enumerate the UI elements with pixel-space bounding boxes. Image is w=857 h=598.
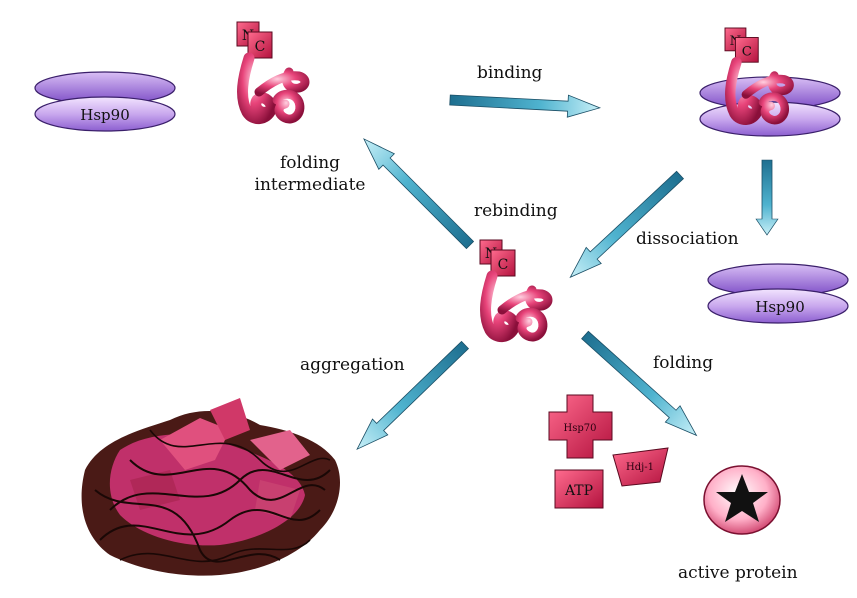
folding-intermediate-line2: intermediate <box>245 174 375 196</box>
atp-label: ATP <box>564 483 593 499</box>
aggregation-label: aggregation <box>300 354 405 376</box>
hdj1-label: Hdj-1 <box>626 462 654 473</box>
folding-label: folding <box>653 352 713 374</box>
hsp70-label: Hsp70 <box>564 423 597 434</box>
binding-label: binding <box>477 62 542 84</box>
folding-intermediate-label: folding intermediate <box>245 152 375 196</box>
rebinding-arrow <box>563 167 688 285</box>
hsp90-left-dimer: Hsp90 <box>35 72 175 131</box>
hsp90-left-label: Hsp90 <box>80 106 129 124</box>
dissociation-label: dissociation <box>636 228 739 250</box>
dissociation-arrow <box>756 160 778 235</box>
hdj1-cofactor: Hdj-1 <box>613 448 668 486</box>
folding-intermediate-top-left <box>237 22 305 119</box>
active-protein <box>704 466 780 534</box>
hsp90-right-label: Hsp90 <box>755 298 804 316</box>
active-protein-label: active protein <box>678 562 798 584</box>
rebinding-label: rebinding <box>474 200 558 222</box>
binding-arrow <box>449 89 600 119</box>
folding-intermediate-line1: folding <box>245 152 375 174</box>
protein-aggregate <box>82 398 340 576</box>
folding-intermediate-center <box>480 240 548 337</box>
hsp90-right-dimer: Hsp90 <box>708 264 848 323</box>
atp-cofactor: ATP <box>555 470 603 508</box>
hsp70-cofactor: Hsp70 <box>549 395 612 458</box>
